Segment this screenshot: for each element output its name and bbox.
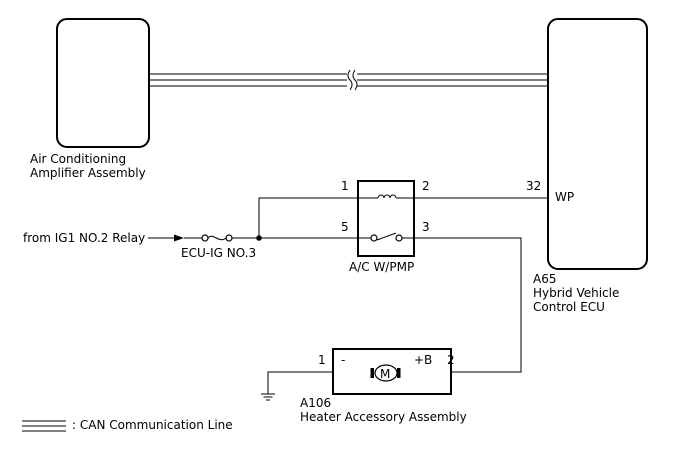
ecu-label-line2: Control ECU bbox=[533, 300, 605, 314]
fuse-icon bbox=[201, 234, 233, 242]
amplifier-label-line1: Air Conditioning bbox=[30, 152, 126, 166]
wires bbox=[148, 197, 549, 394]
legend-text: : CAN Communication Line bbox=[72, 418, 233, 432]
relay-label: A/C W/PMP bbox=[349, 260, 414, 274]
ecu-pin-number: 32 bbox=[526, 179, 541, 193]
relay-pin-2: 2 bbox=[422, 179, 430, 193]
amplifier-label-line2: Amplifier Assembly bbox=[30, 166, 146, 180]
heater-code: A106 bbox=[300, 396, 331, 410]
relay-pin-1: 1 bbox=[341, 179, 349, 193]
relay-pin-5: 5 bbox=[341, 220, 349, 234]
legend-can-line-icon bbox=[22, 420, 66, 432]
heater-term-pos: +B bbox=[414, 353, 432, 367]
source-label: from IG1 NO.2 Relay bbox=[23, 231, 145, 245]
heater-pin-right: 2 bbox=[447, 353, 455, 367]
heater-term-neg: - bbox=[341, 353, 345, 367]
can-bus-line bbox=[148, 69, 549, 91]
ecu-pin-name: WP bbox=[555, 190, 574, 204]
ground-icon bbox=[261, 393, 275, 401]
amplifier-assembly-box bbox=[56, 18, 150, 148]
relay-pin-3: 3 bbox=[422, 220, 430, 234]
ecu-code: A65 bbox=[533, 272, 556, 286]
heater-label: Heater Accessory Assembly bbox=[300, 410, 467, 424]
fuse-label: ECU-IG NO.3 bbox=[181, 246, 256, 260]
heater-pin-left: 1 bbox=[318, 353, 326, 367]
relay-switch-icon bbox=[358, 232, 414, 242]
motor-label: M bbox=[380, 367, 390, 381]
motor-icon: M bbox=[370, 364, 401, 382]
ecu-box bbox=[547, 18, 648, 270]
ecu-label-line1: Hybrid Vehicle bbox=[533, 286, 619, 300]
relay-coil-icon bbox=[358, 194, 414, 199]
relay-box bbox=[357, 180, 415, 257]
source-arrow-icon bbox=[174, 234, 184, 242]
junction-dot bbox=[256, 235, 262, 241]
